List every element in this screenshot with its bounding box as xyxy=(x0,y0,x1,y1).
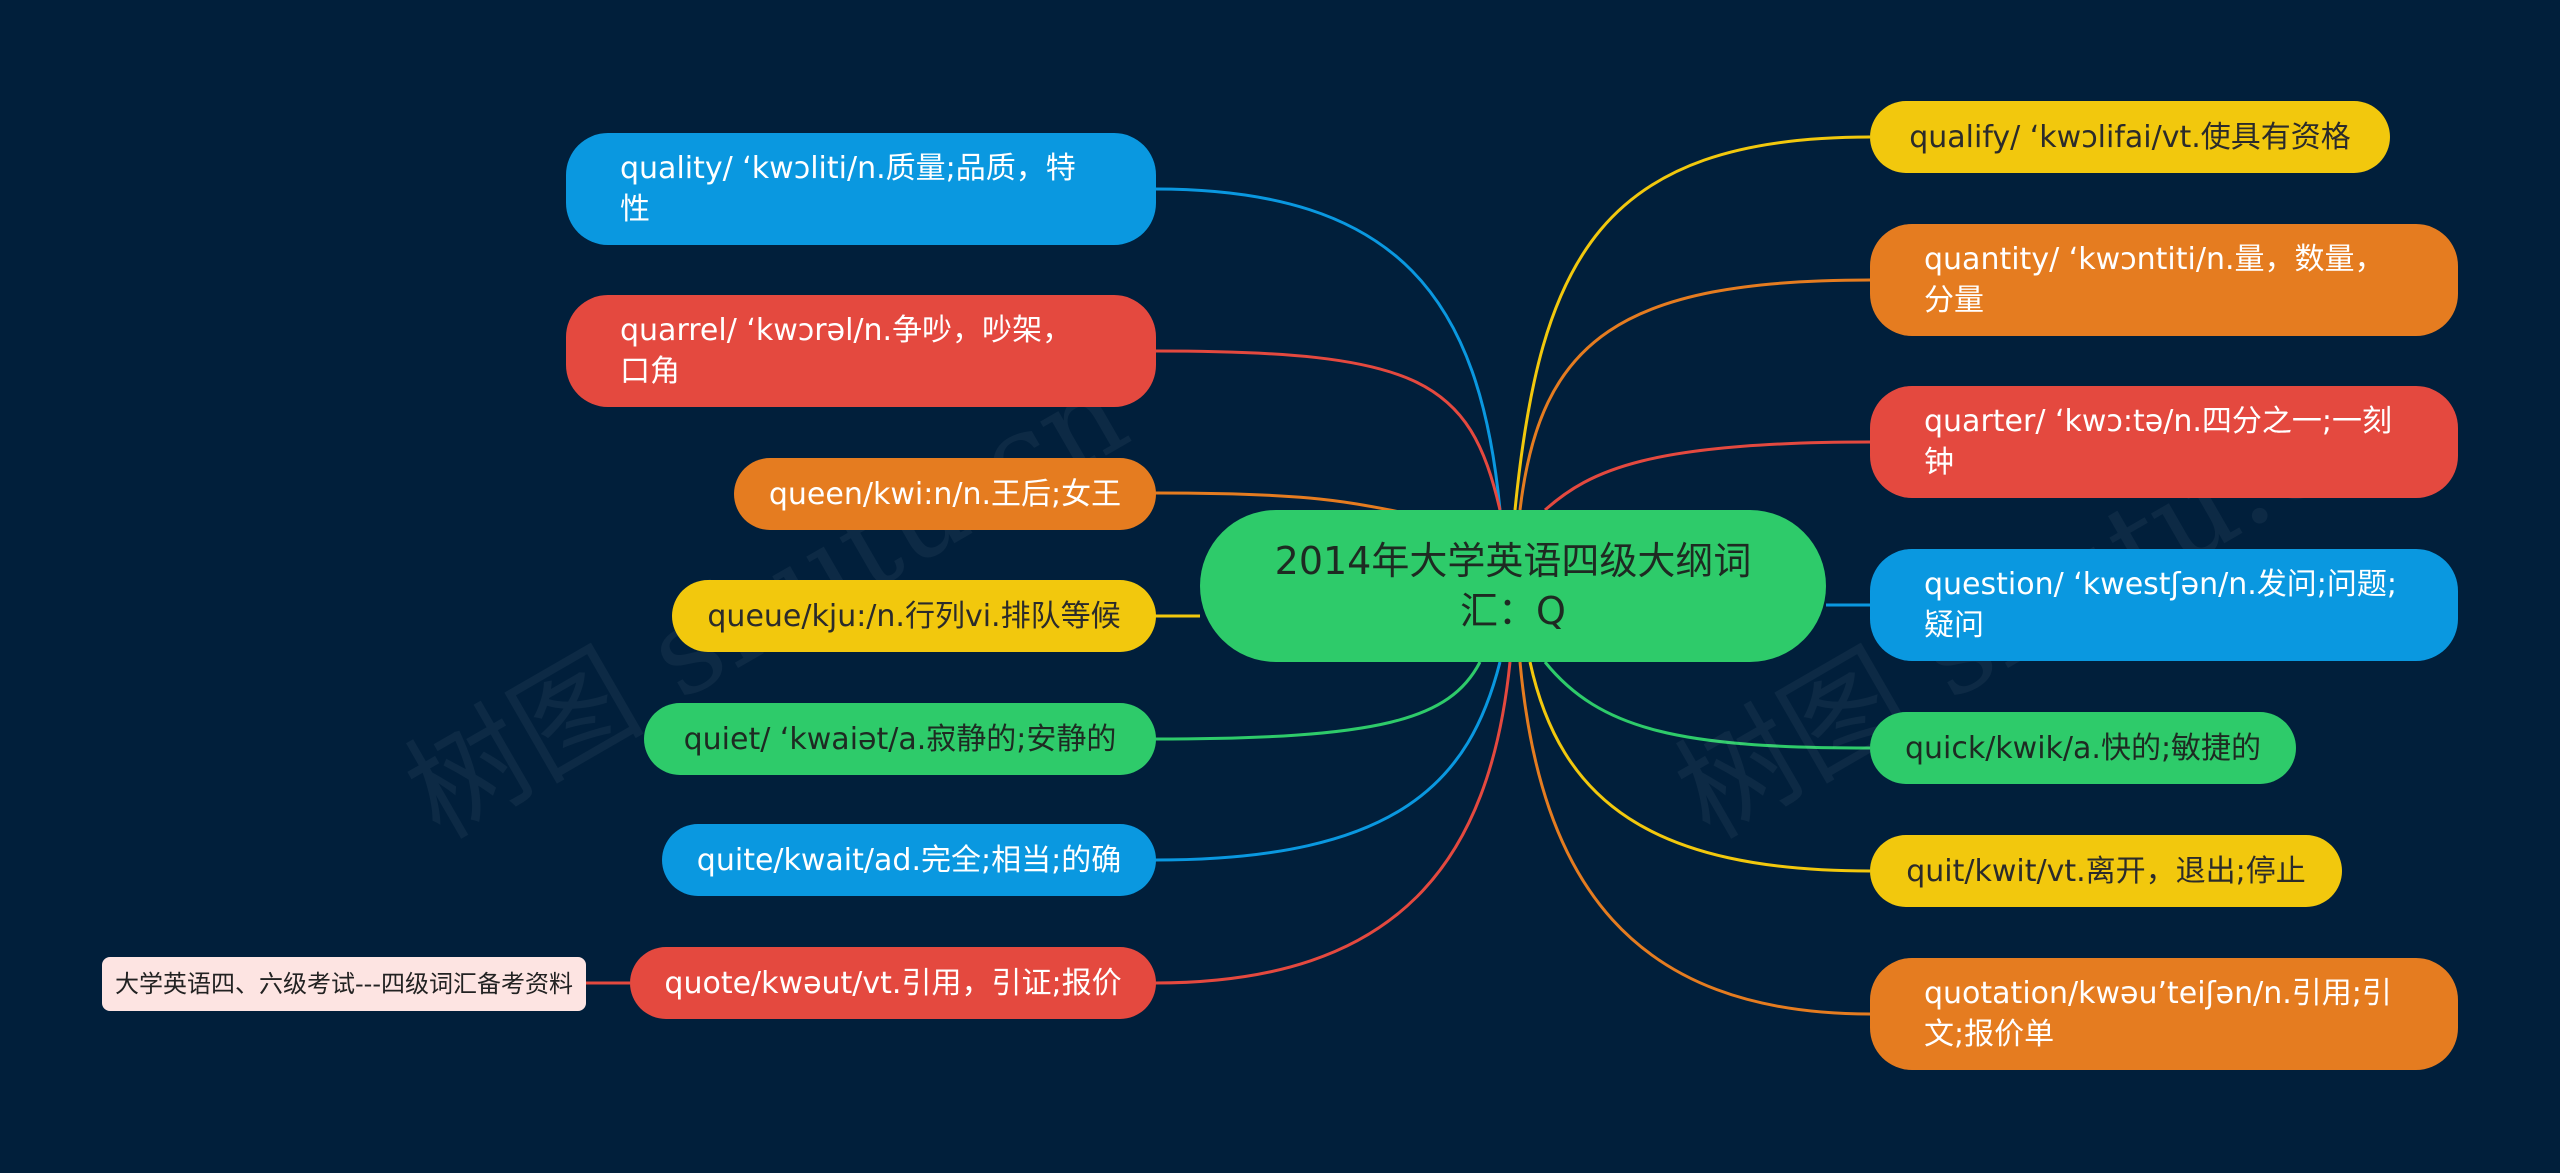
node-label: queue/kju:/n.行列vi.排队等候 xyxy=(707,598,1121,634)
link-quality xyxy=(1154,187,1502,511)
node-label: quit/kwit/vt.离开，退出;停止 xyxy=(1906,853,2306,889)
node-quarter[interactable]: quarter/ ʻkwɔ:tə/n.四分之一;一刻钟 xyxy=(1870,386,2458,498)
node-question[interactable]: question/ ʻkwestʃən/n.发问;问题;疑问 xyxy=(1870,549,2458,661)
node-quote[interactable]: quote/kwəut/vt.引用，引证;报价 xyxy=(630,947,1156,1019)
note-card[interactable]: 大学英语四、六级考试---四级词汇备考资料 xyxy=(102,957,586,1011)
note-text: 大学英语四、六级考试---四级词汇备考资料 xyxy=(115,970,573,998)
node-queen[interactable]: queen/kwi:n/n.王后;女王 xyxy=(734,458,1156,530)
link-quote xyxy=(1154,661,1512,985)
node-label: quote/kwəut/vt.引用，引证;报价 xyxy=(664,965,1122,1001)
node-label: quantity/ ʻkwɔntiti/n.量，数量，分量 xyxy=(1924,242,2385,318)
node-qualify[interactable]: qualify/ ʻkwɔlifai/vt.使具有资格 xyxy=(1870,101,2390,173)
node-quite[interactable]: quite/kwait/ad.完全;相当;的确 xyxy=(662,824,1156,896)
node-quit[interactable]: quit/kwit/vt.离开，退出;停止 xyxy=(1870,835,2342,907)
link-qualify xyxy=(1513,135,1871,511)
node-quotation[interactable]: quotation/kwəuʼteiʃən/n.引用;引文;报价单 xyxy=(1870,958,2458,1070)
node-label: quarrel/ ʻkwɔrəl/n.争吵，吵架，口角 xyxy=(620,313,1073,389)
node-quiet[interactable]: quiet/ ʻkwaiət/a.寂静的;安静的 xyxy=(644,703,1156,775)
link-quite xyxy=(1154,661,1502,862)
node-label: quality/ ʻkwɔliti/n.质量;品质，特性 xyxy=(620,151,1076,227)
link-quantity xyxy=(1518,278,1871,511)
node-label: queen/kwi:n/n.王后;女王 xyxy=(768,476,1122,512)
node-quarrel[interactable]: quarrel/ ʻkwɔrəl/n.争吵，吵架，口角 xyxy=(566,295,1156,407)
link-queen xyxy=(1154,491,1401,514)
node-label: quite/kwait/ad.完全;相当;的确 xyxy=(696,842,1122,878)
link-quarrel xyxy=(1154,349,1502,511)
node-quick[interactable]: quick/kwik/a.快的;敏捷的 xyxy=(1870,712,2296,784)
node-label: quiet/ ʻkwaiət/a.寂静的;安静的 xyxy=(683,721,1117,757)
link-quotation xyxy=(1518,661,1871,1016)
link-quarter xyxy=(1544,440,1871,512)
node-label: quarter/ ʻkwɔ:tə/n.四分之一;一刻钟 xyxy=(1924,404,2392,480)
central-topic[interactable]: 2014年大学英语四级大纲词汇：Q xyxy=(1200,510,1826,662)
node-quality[interactable]: quality/ ʻkwɔliti/n.质量;品质，特性 xyxy=(566,133,1156,245)
node-quantity[interactable]: quantity/ ʻkwɔntiti/n.量，数量，分量 xyxy=(1870,224,2458,336)
node-label: quick/kwik/a.快的;敏捷的 xyxy=(1904,730,2262,766)
central-topic-title: 2014年大学英语四级大纲词汇：Q xyxy=(1274,539,1752,633)
node-label: quotation/kwəuʼteiʃən/n.引用;引文;报价单 xyxy=(1924,976,2392,1052)
link-quit xyxy=(1528,661,1871,873)
link-quiet xyxy=(1154,661,1482,741)
node-label: question/ ʻkwestʃən/n.发问;问题;疑问 xyxy=(1924,567,2397,643)
node-queue[interactable]: queue/kju:/n.行列vi.排队等候 xyxy=(672,580,1156,652)
node-label: qualify/ ʻkwɔlifai/vt.使具有资格 xyxy=(1909,119,2351,155)
link-quick xyxy=(1543,661,1871,750)
